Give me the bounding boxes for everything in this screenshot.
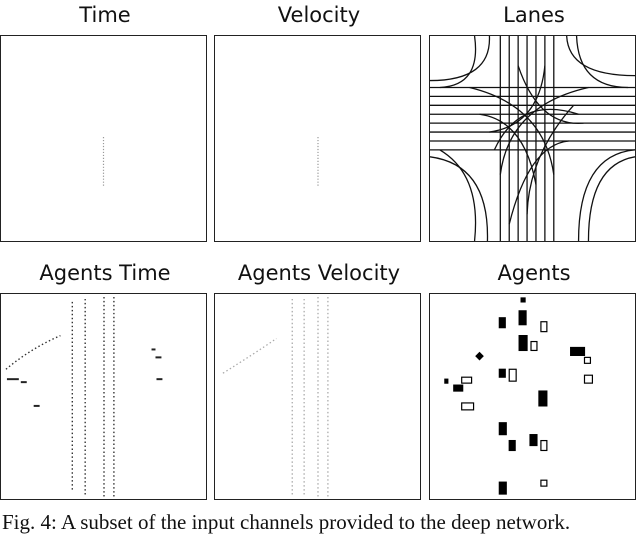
agents-channel-image [429,293,636,500]
panel-title-agents-velocity: Agents Velocity [237,261,401,285]
panel-title-time: Time [79,3,131,27]
agents-time-channel-image [0,293,207,500]
time-trajectory-trace [102,137,105,187]
panel-title-agents-time: Agents Time [39,261,171,285]
velocity-channel-image [214,35,421,242]
panel-title-velocity: Velocity [277,3,361,27]
velocity-trajectory-trace [317,137,319,187]
agents-velocity-channel-image [214,293,421,500]
agents-velocity-traces [222,296,329,498]
agents-time-traces [5,296,163,498]
panel-title-lanes: Lanes [503,3,565,27]
figure-caption: Fig. 4: A subset of the input channels p… [2,510,571,534]
lanes-channel-image [429,35,636,242]
lane-map-drawing [430,36,635,241]
agents-bounding-boxes [444,297,594,495]
panel-title-agents: Agents [497,261,571,285]
time-channel-image [0,35,207,242]
